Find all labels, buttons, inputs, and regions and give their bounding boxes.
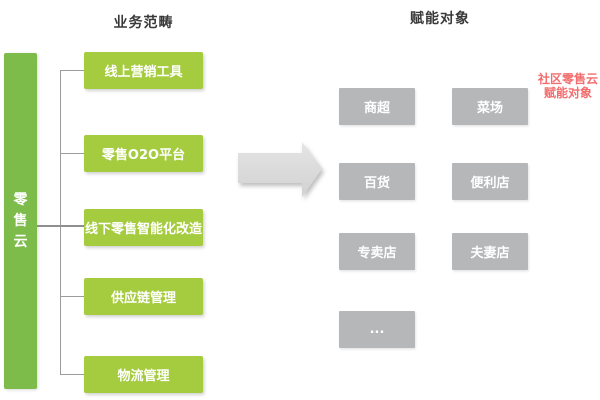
- connector-stub-4: [60, 296, 84, 297]
- connector-stub-1: [60, 70, 84, 71]
- connector-trunk-line: [60, 70, 61, 375]
- empowerment-targets-header: 赋能对象: [410, 11, 470, 27]
- community-retail-cloud-annotation: 社区零售云 赋能对象: [534, 72, 600, 100]
- right-arrow-shape: [238, 142, 322, 197]
- business-item-logistics-management: 物流管理: [84, 356, 203, 393]
- target-item-supermarket: 商超: [339, 88, 415, 125]
- annotation-line-2: 赋能对象: [543, 86, 592, 100]
- target-item-convenience-store: 便利店: [452, 163, 528, 200]
- annotation-line-1: 社区零售云: [537, 72, 598, 86]
- business-item-retail-o2o-platform: 零售O2O平台: [84, 135, 203, 172]
- target-item-wet-market: 菜场: [452, 88, 528, 125]
- target-item-department-store: 百货: [339, 163, 415, 200]
- target-item-specialty-store: 专卖店: [339, 233, 415, 270]
- target-item-ellipsis: ...: [339, 311, 415, 348]
- target-item-mom-and-pop-store: 夫妻店: [452, 233, 528, 270]
- connector-stub-2: [60, 153, 84, 154]
- connector-root-line: [37, 225, 84, 227]
- right-arrow-icon: [238, 142, 322, 197]
- connector-stub-5: [60, 374, 84, 375]
- business-item-supply-chain-management: 供应链管理: [84, 278, 203, 315]
- business-item-offline-retail-intelligent-upgrade: 线下零售智能化改造: [84, 209, 203, 246]
- business-item-online-marketing-tools: 线上营销工具: [84, 52, 203, 89]
- retail-cloud-label: 零售云: [13, 191, 28, 250]
- business-scope-header: 业务范畴: [113, 15, 174, 31]
- retail-cloud-bar: 零售云: [4, 53, 37, 389]
